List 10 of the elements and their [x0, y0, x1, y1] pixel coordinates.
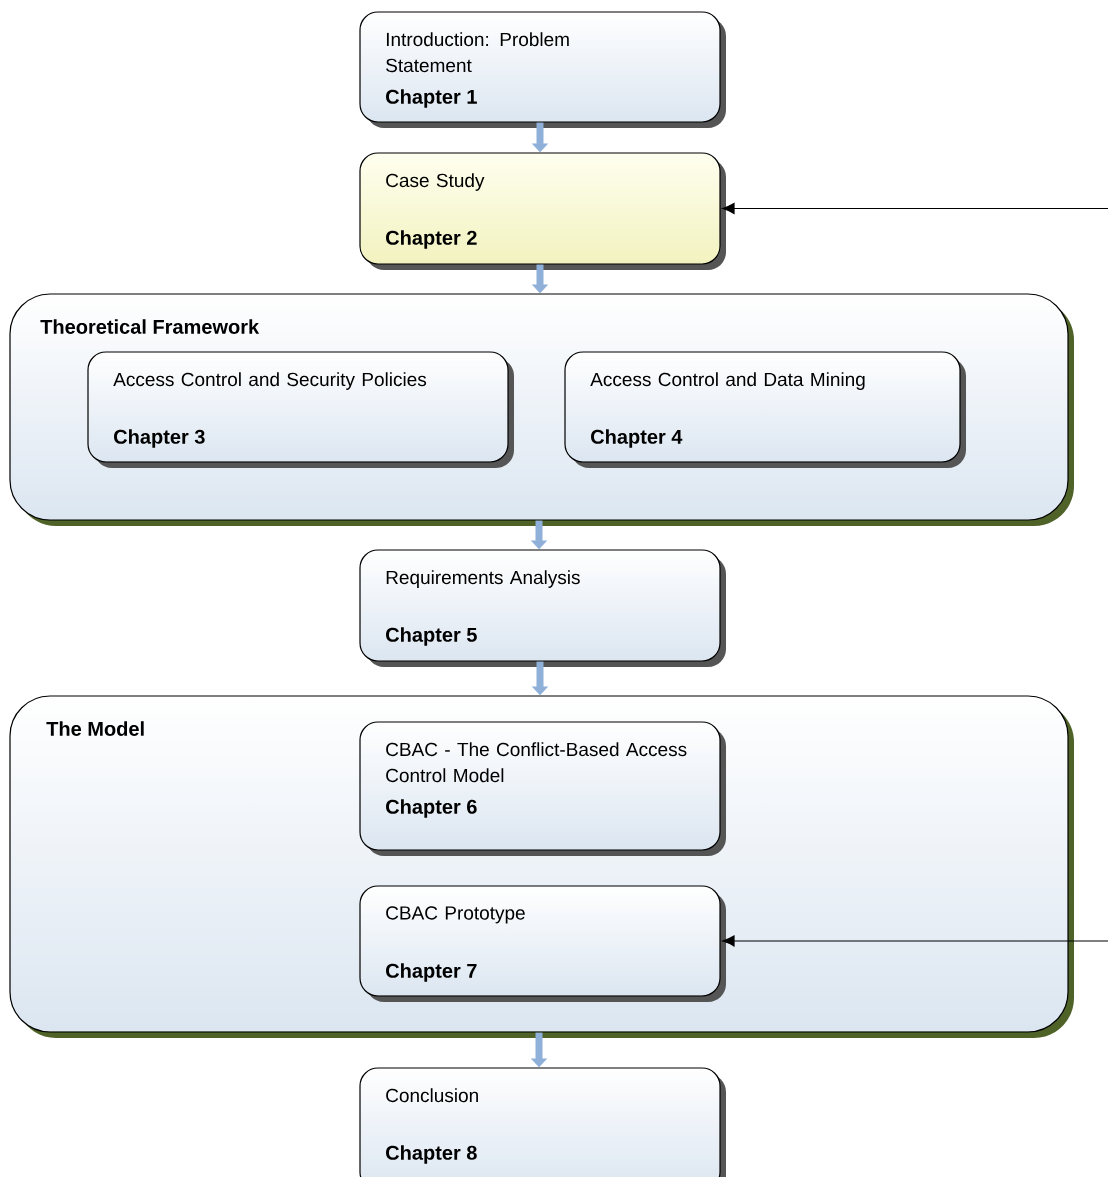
chapter-box: CBAC Prototype Chapter 7	[359, 885, 726, 1002]
arrow	[722, 935, 1108, 947]
chapter-box: Conclusion Chapter 8	[359, 1067, 726, 1177]
chapter-box: Access Control and Data Mining Chapter 4	[564, 351, 966, 468]
chapter-box: CBAC - The Conflict-Based Access Control Model Chapter 6	[359, 721, 726, 856]
chapter-box: Introduction: Problem Statement Chapter 1	[359, 11, 726, 128]
chapter-box: Case Study Chapter 2	[359, 152, 726, 270]
arrow	[722, 203, 1108, 214]
chapter-box: Requirements Analysis Chapter 5	[359, 549, 726, 667]
chapter-box: Access Control and Security Policies Chapter 3	[87, 351, 514, 468]
